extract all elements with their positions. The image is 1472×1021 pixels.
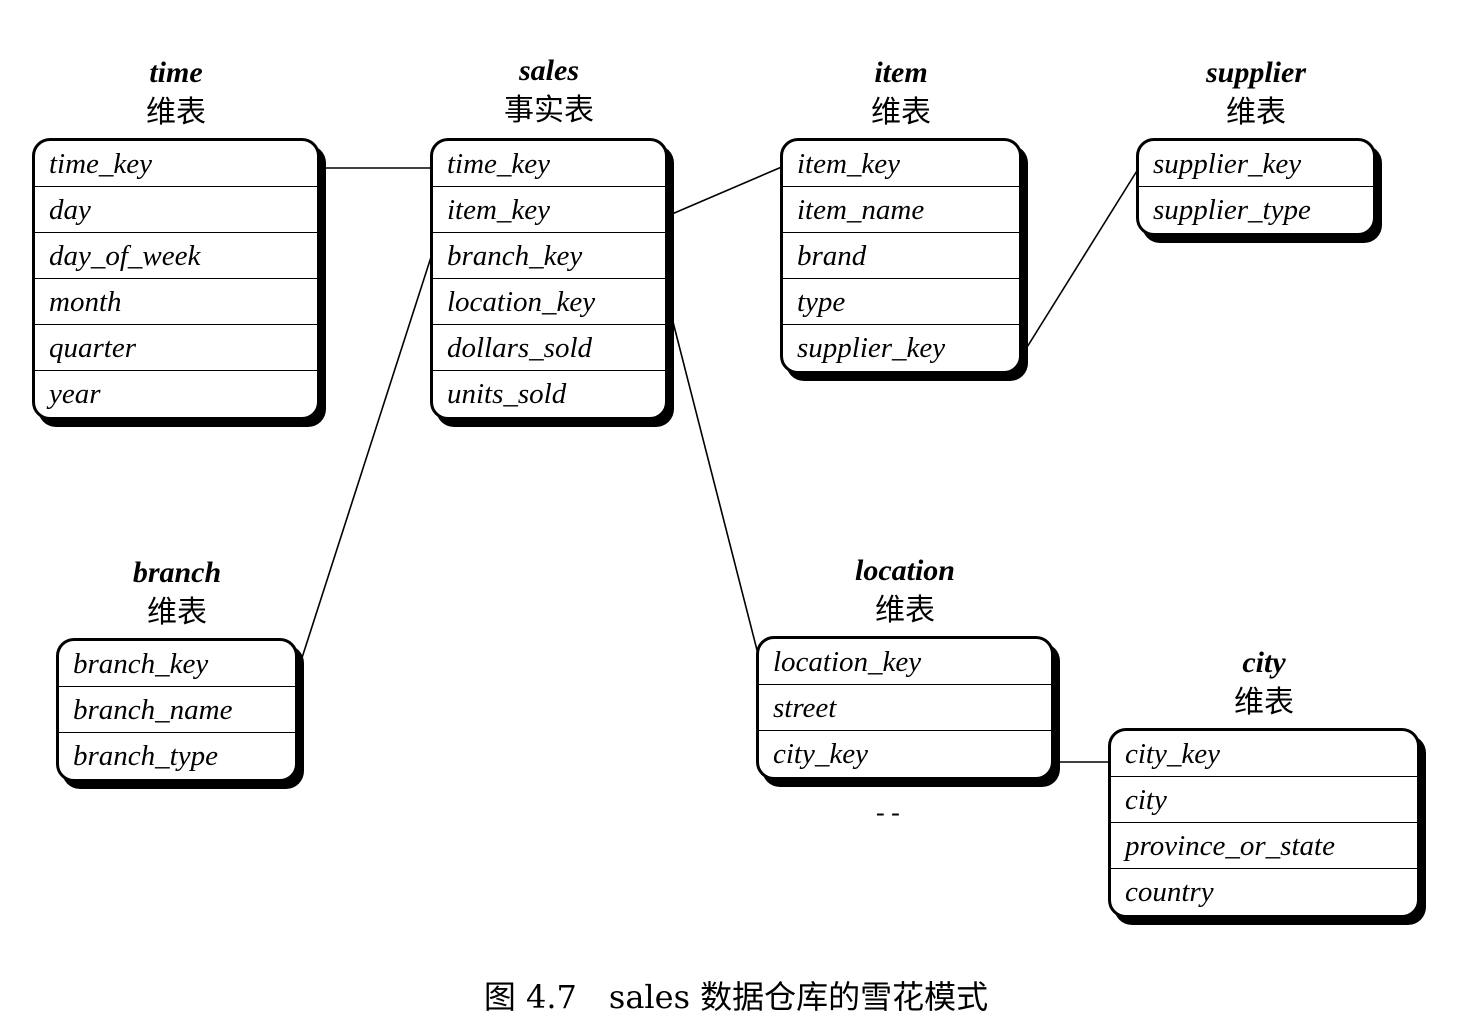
field-row: country bbox=[1125, 876, 1214, 908]
table-title: city bbox=[1242, 646, 1286, 679]
field-row: branch_key bbox=[433, 233, 665, 279]
table-kind: 维表 bbox=[871, 95, 931, 130]
field-row: branch_type bbox=[73, 740, 218, 772]
field-row: branch_name bbox=[59, 687, 295, 733]
table-title: branch bbox=[132, 556, 222, 589]
connector-sales-location bbox=[671, 317, 759, 655]
field-row: year bbox=[49, 378, 101, 410]
field-row: street bbox=[759, 685, 1051, 731]
table-fields: location_key street city_key bbox=[756, 636, 1054, 780]
field-row: dollars_sold bbox=[433, 325, 665, 371]
field-row: type bbox=[783, 279, 1019, 325]
table-kind: 维表 bbox=[146, 95, 206, 130]
table-kind: 维表 bbox=[875, 593, 935, 628]
field-row: time_key bbox=[433, 141, 665, 187]
field-row: supplier_key bbox=[1139, 141, 1373, 187]
table-fields: item_key item_name brand type supplier_k… bbox=[780, 138, 1022, 374]
field-row: city_key bbox=[1111, 731, 1417, 777]
table-title: time bbox=[149, 56, 203, 89]
table-title: supplier bbox=[1205, 56, 1307, 89]
field-row: location_key bbox=[759, 639, 1051, 685]
table-fields: supplier_key supplier_type bbox=[1136, 138, 1376, 236]
table-kind: 维表 bbox=[147, 595, 207, 630]
table-title: location bbox=[854, 554, 955, 587]
field-row: supplier_key bbox=[797, 332, 946, 364]
connector-item-supplier bbox=[1023, 165, 1141, 353]
field-row: day bbox=[35, 187, 317, 233]
field-row: item_name bbox=[783, 187, 1019, 233]
table-fields: city_key city province_or_state country bbox=[1108, 728, 1420, 918]
table-kind: 维表 bbox=[1234, 685, 1294, 720]
field-row: month bbox=[35, 279, 317, 325]
table-fields: time_key day day_of_week month quarter y… bbox=[32, 138, 320, 420]
field-row: quarter bbox=[35, 325, 317, 371]
field-row: brand bbox=[783, 233, 1019, 279]
field-row: branch_key bbox=[59, 641, 295, 687]
field-row: supplier_type bbox=[1153, 194, 1311, 226]
table-title: sales bbox=[519, 54, 579, 87]
table-kind: 事实表 bbox=[504, 93, 594, 128]
table-title: item bbox=[874, 56, 928, 89]
table-kind: 维表 bbox=[1226, 95, 1286, 130]
field-row: city_key bbox=[773, 738, 868, 770]
table-fields: time_key item_key branch_key location_ke… bbox=[430, 138, 668, 420]
field-row: province_or_state bbox=[1111, 823, 1417, 869]
figure-caption: 图 4.7 sales 数据仓库的雪花模式 bbox=[483, 978, 989, 1016]
connector-sales-item bbox=[671, 165, 785, 215]
field-row: units_sold bbox=[447, 378, 567, 410]
field-row: item_key bbox=[433, 187, 665, 233]
stray-marks: - - bbox=[876, 798, 900, 827]
field-row: item_key bbox=[783, 141, 1019, 187]
table-fields: branch_key branch_name branch_type bbox=[56, 638, 298, 782]
field-row: city bbox=[1111, 777, 1417, 823]
field-row: day_of_week bbox=[35, 233, 317, 279]
field-row: location_key bbox=[433, 279, 665, 325]
field-row: time_key bbox=[35, 141, 317, 187]
connector-sales-branch bbox=[299, 253, 433, 665]
